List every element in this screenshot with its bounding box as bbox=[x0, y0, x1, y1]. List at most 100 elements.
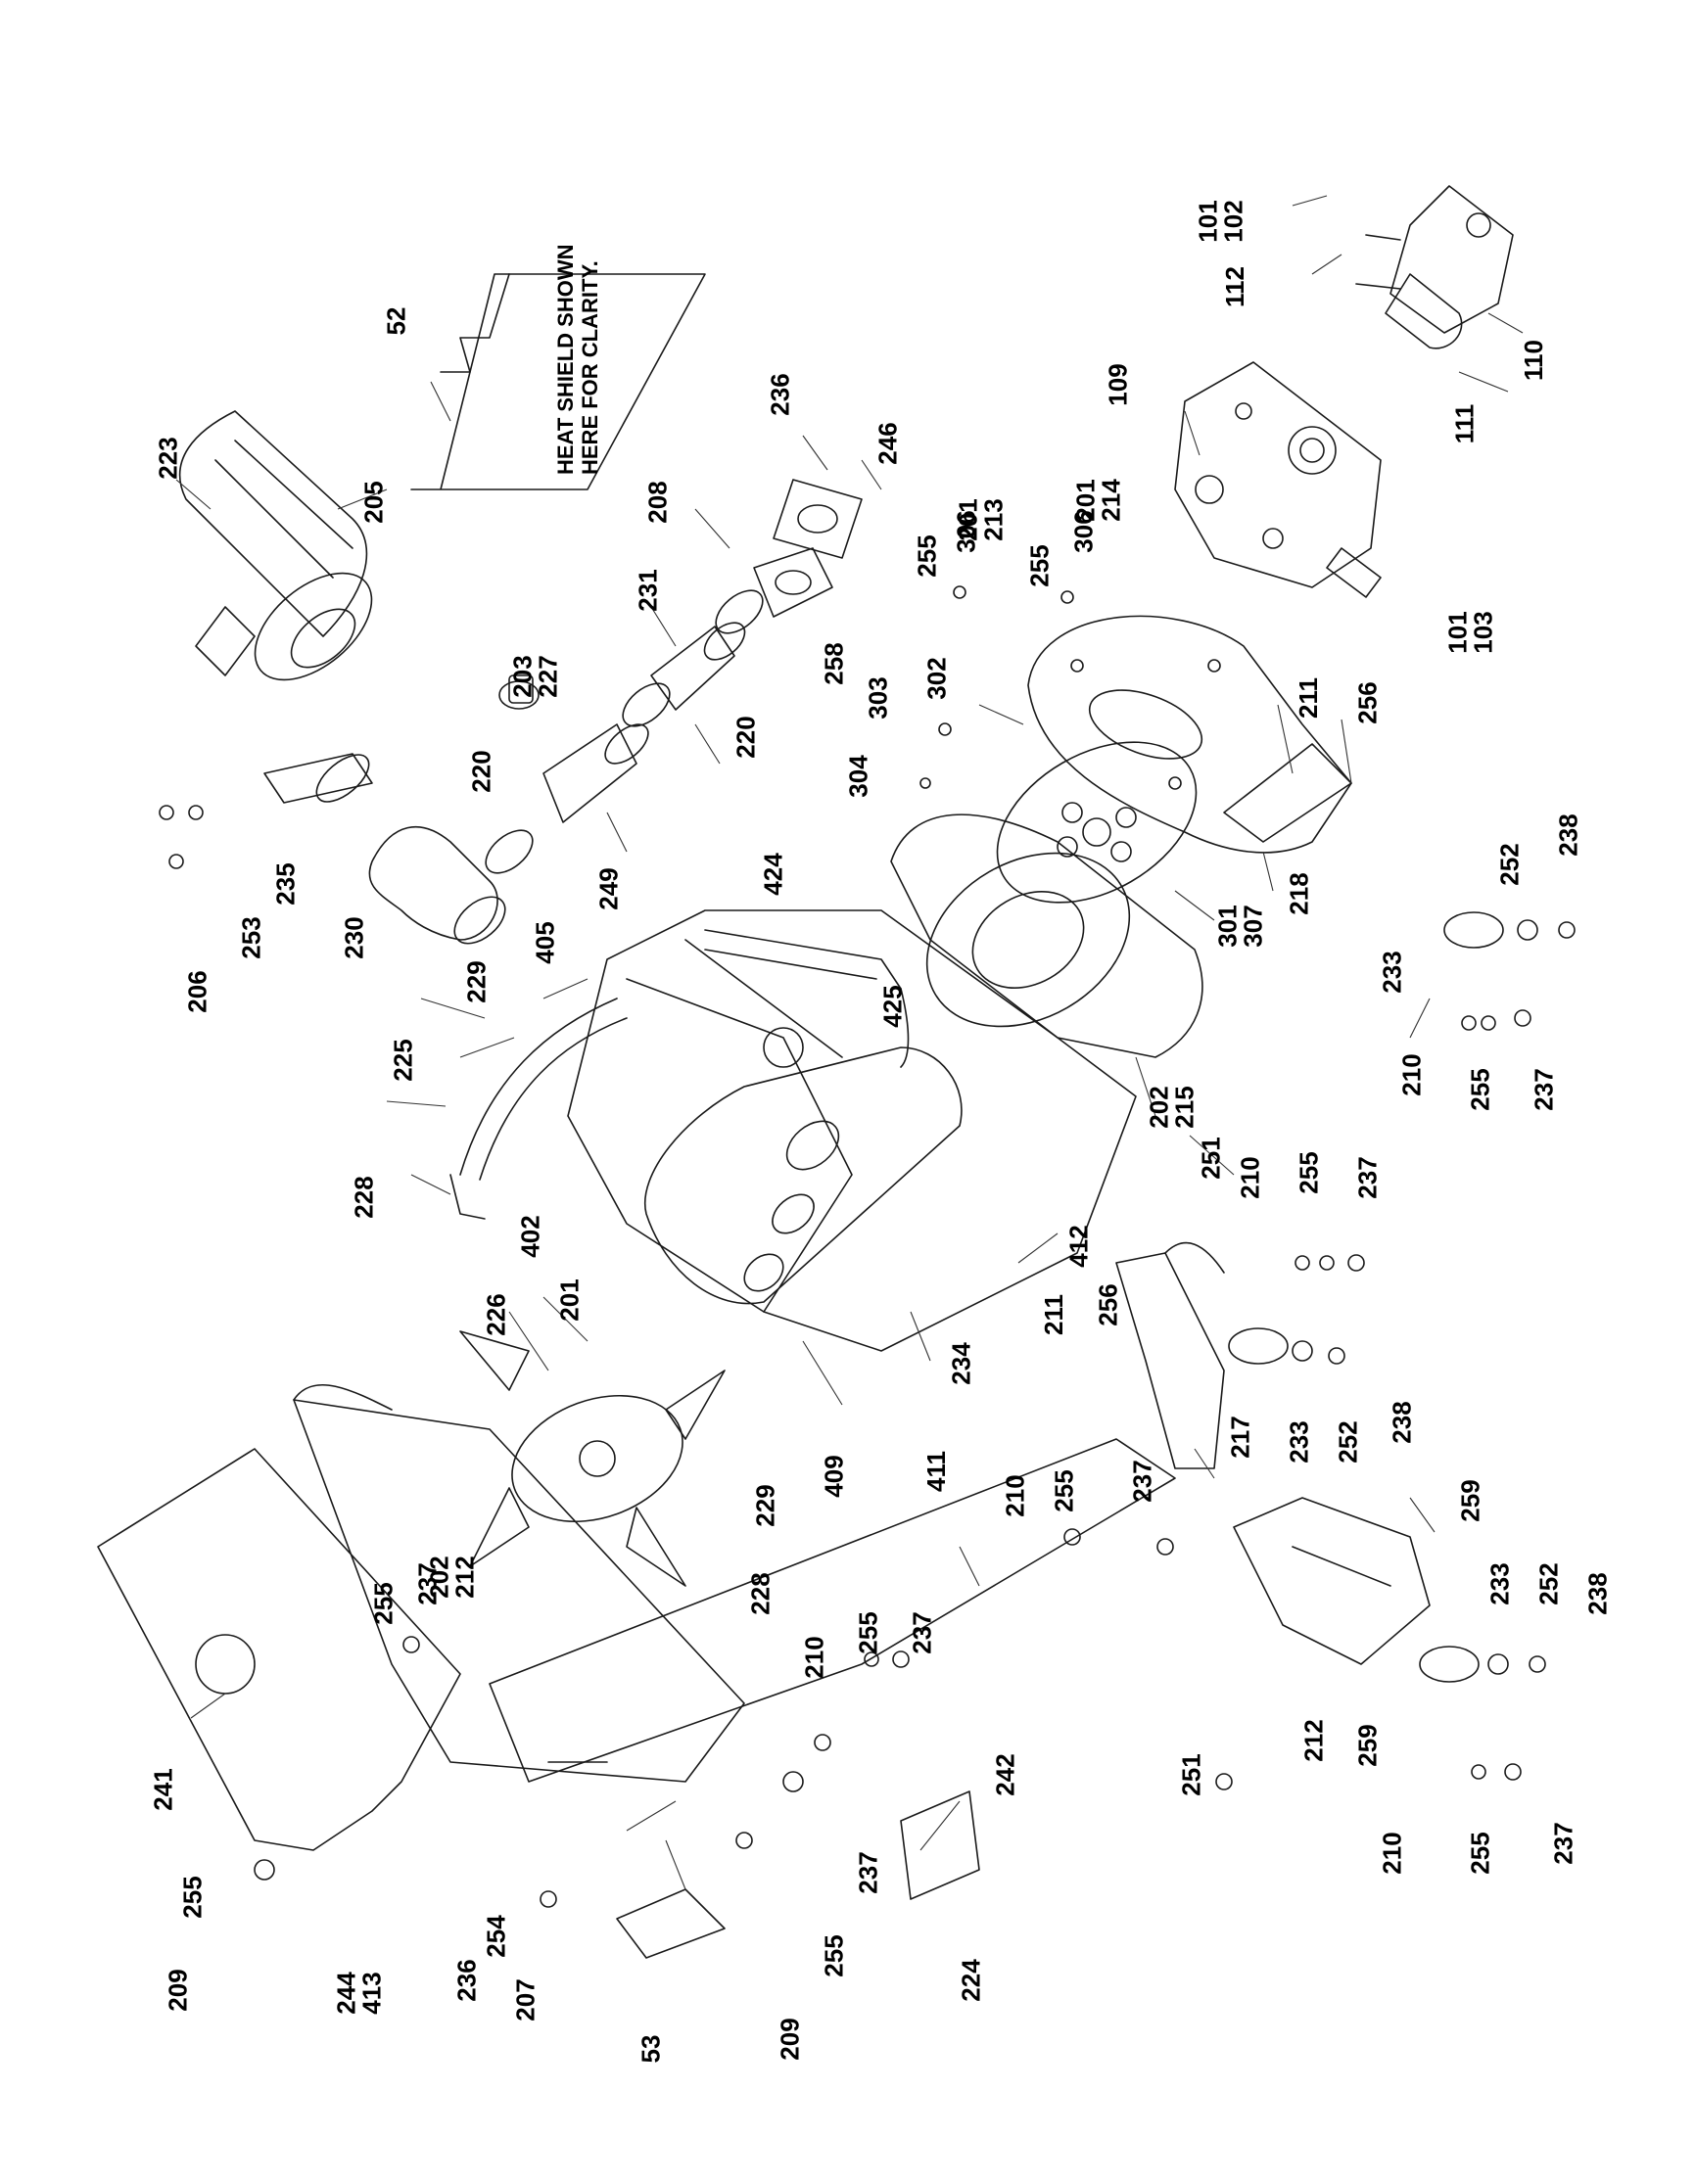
callout-52: 52 bbox=[381, 306, 411, 336]
intake-tubes bbox=[498, 622, 746, 823]
callout-255-upper: 255 bbox=[912, 534, 942, 578]
callout-237-fan: 237 bbox=[1127, 1460, 1157, 1503]
bellhousing-adapter-plate bbox=[1027, 615, 1352, 854]
callout-237-bottom: 237 bbox=[853, 1851, 883, 1894]
heat-shield-plates bbox=[616, 1790, 980, 1959]
callout-255-bottom: 255 bbox=[819, 1934, 849, 1977]
callout-409: 409 bbox=[819, 1455, 849, 1498]
heat-shield-note: HEAT SHIELD SHOWN HERE FOR CLARITY. bbox=[553, 152, 632, 475]
callout-253: 253 bbox=[236, 916, 266, 959]
muffler bbox=[643, 1046, 963, 1305]
hardware-fasteners bbox=[159, 585, 1576, 1908]
callout-249: 249 bbox=[593, 867, 624, 910]
air-cleaner bbox=[178, 410, 373, 804]
engine-mount-bracket-217 bbox=[1115, 1241, 1225, 1469]
cooling-fan bbox=[459, 1330, 726, 1587]
callout-236-bottom: 236 bbox=[451, 1959, 482, 2002]
callout-244-413: 244 413 bbox=[331, 1972, 387, 2015]
callout-303: 303 bbox=[863, 676, 893, 720]
exhaust-pipe bbox=[704, 929, 910, 1068]
rubber-isolators bbox=[1228, 911, 1504, 1683]
callout-301-307: 301 307 bbox=[1212, 905, 1268, 948]
callout-241: 241 bbox=[148, 1768, 178, 1811]
callout-251-lower: 251 bbox=[1176, 1753, 1206, 1796]
callout-233-lower: 233 bbox=[1484, 1562, 1515, 1605]
callout-256-lower: 256 bbox=[1093, 1283, 1123, 1326]
callout-255-bottom-left: 255 bbox=[177, 1876, 208, 1919]
callout-242: 242 bbox=[990, 1753, 1020, 1796]
callout-210-fan: 210 bbox=[1000, 1474, 1030, 1517]
callout-255-upper-right: 255 bbox=[1465, 1068, 1495, 1111]
engine-mount-bracket-218 bbox=[1223, 743, 1352, 843]
callout-220-left: 220 bbox=[466, 750, 496, 793]
callout-53: 53 bbox=[636, 2034, 666, 2064]
callout-411: 411 bbox=[920, 1451, 951, 1492]
callout-224: 224 bbox=[956, 1959, 986, 2002]
callout-233-mid: 233 bbox=[1284, 1420, 1314, 1464]
callout-109: 109 bbox=[1103, 363, 1133, 406]
callout-255-lower: 255 bbox=[1465, 1832, 1495, 1875]
callout-255-mid-right: 255 bbox=[1294, 1151, 1324, 1194]
callout-211-lower: 211 bbox=[1038, 1294, 1068, 1335]
note-line-1: HEAT SHIELD SHOWN bbox=[553, 244, 578, 475]
callout-209-left: 209 bbox=[163, 1969, 193, 2012]
frame-rail bbox=[489, 1438, 1176, 1783]
callout-110: 110 bbox=[1518, 340, 1548, 381]
callout-237-radiator: 237 bbox=[412, 1562, 443, 1605]
callout-238-mid: 238 bbox=[1387, 1401, 1417, 1444]
callout-402: 402 bbox=[515, 1215, 545, 1258]
callout-225: 225 bbox=[388, 1039, 418, 1082]
callout-236-top: 236 bbox=[765, 373, 795, 416]
callout-205: 205 bbox=[358, 481, 389, 524]
callout-210-mid: 210 bbox=[1235, 1156, 1265, 1199]
callout-237-rail: 237 bbox=[907, 1611, 937, 1654]
callout-246: 246 bbox=[872, 422, 903, 465]
callout-255-fan: 255 bbox=[1049, 1469, 1079, 1512]
callout-229-upper: 229 bbox=[461, 960, 492, 1003]
callout-228-lower: 228 bbox=[745, 1572, 776, 1615]
callout-111: 111 bbox=[1449, 403, 1480, 444]
callout-256-upper: 256 bbox=[1352, 681, 1383, 724]
callout-211-upper: 211 bbox=[1293, 677, 1323, 719]
callout-238-lower: 238 bbox=[1582, 1572, 1613, 1615]
hose-clamps bbox=[315, 589, 764, 874]
callout-255-radiator: 255 bbox=[368, 1582, 399, 1625]
callout-101-102: 101 102 bbox=[1193, 200, 1248, 243]
engine-mount-bracket-259 bbox=[1233, 1497, 1431, 1665]
hydraulic-pump bbox=[1174, 273, 1463, 598]
callout-425: 425 bbox=[877, 985, 908, 1028]
callout-252-mid: 252 bbox=[1333, 1420, 1363, 1464]
callout-237-mid: 237 bbox=[1352, 1156, 1383, 1199]
radiator-upper-hose bbox=[449, 998, 628, 1220]
callout-210-upper: 210 bbox=[1396, 1053, 1427, 1096]
flywheel-housing bbox=[890, 813, 1203, 1058]
callout-217: 217 bbox=[1225, 1416, 1255, 1459]
callout-234: 234 bbox=[946, 1342, 976, 1385]
callout-212-lower: 212 bbox=[1298, 1719, 1329, 1762]
callout-306-lower: 306 bbox=[1068, 510, 1099, 553]
callout-254: 254 bbox=[481, 1915, 511, 1958]
callout-228-upper: 228 bbox=[349, 1176, 379, 1219]
callout-233-upper: 233 bbox=[1377, 951, 1407, 994]
engine-block bbox=[567, 909, 1137, 1352]
callout-220-right: 220 bbox=[730, 716, 761, 759]
callout-238-upper: 238 bbox=[1553, 813, 1583, 857]
callout-230: 230 bbox=[339, 916, 369, 959]
radiator-shroud bbox=[97, 1384, 745, 1851]
callout-259-upper: 259 bbox=[1455, 1479, 1485, 1522]
callout-258: 258 bbox=[819, 642, 849, 685]
callout-412: 412 bbox=[1063, 1225, 1094, 1268]
callout-218: 218 bbox=[1284, 872, 1314, 915]
callout-208: 208 bbox=[642, 481, 673, 524]
callout-231: 231 bbox=[633, 569, 663, 612]
callout-424: 424 bbox=[758, 853, 788, 896]
heat-shield-panel bbox=[410, 273, 706, 490]
callout-255-mid: 255 bbox=[1024, 544, 1055, 587]
callout-112: 112 bbox=[1219, 266, 1249, 307]
callout-203-227: 203 227 bbox=[507, 655, 563, 698]
intake-elbow-hose bbox=[368, 826, 506, 945]
callout-210-lower: 210 bbox=[1377, 1832, 1407, 1875]
callout-237-lower: 237 bbox=[1548, 1822, 1578, 1865]
